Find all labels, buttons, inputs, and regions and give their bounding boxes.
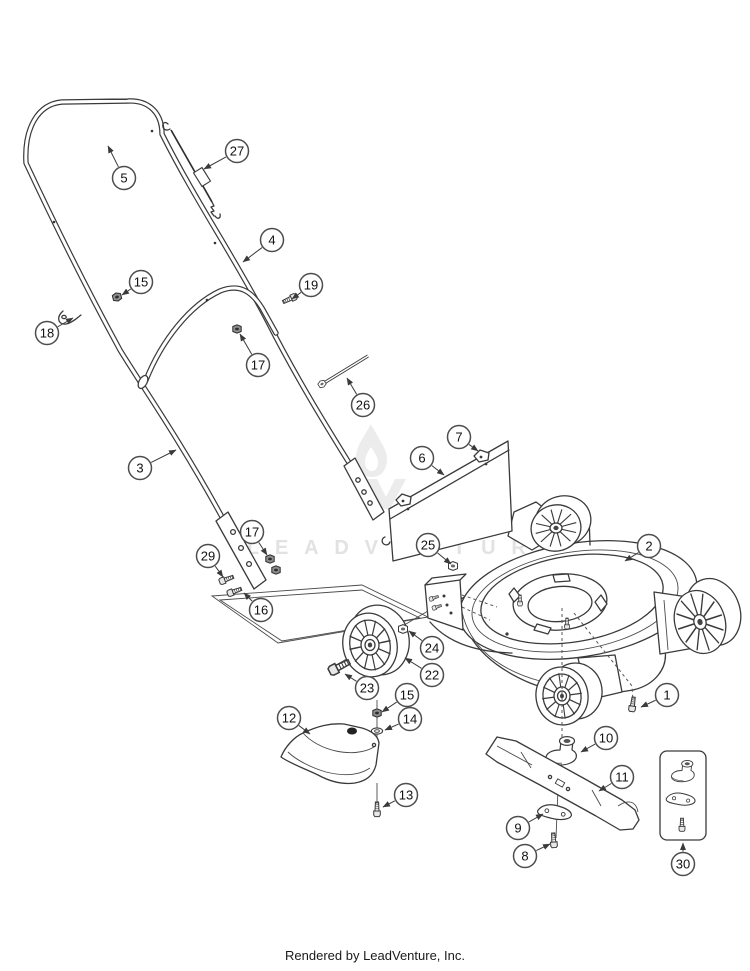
callout-8[interactable]: 8: [512, 843, 551, 869]
svg-text:29: 29: [201, 549, 215, 564]
part-nut-17-lower: [265, 554, 275, 564]
part-rod-26: [316, 354, 369, 390]
part-bolt-29: [217, 573, 235, 586]
callout-23[interactable]: 23: [344, 673, 380, 701]
callout-13[interactable]: 13: [382, 782, 419, 808]
svg-text:17: 17: [251, 358, 265, 373]
svg-text:7: 7: [455, 430, 462, 445]
callout-15-2[interactable]: 15: [381, 682, 420, 713]
svg-text:12: 12: [282, 711, 296, 726]
svg-text:17: 17: [245, 525, 259, 540]
callout-10[interactable]: 10: [580, 725, 619, 753]
part-rear-guard-6: [381, 440, 513, 562]
svg-text:30: 30: [676, 857, 690, 872]
svg-text:4: 4: [268, 233, 275, 248]
svg-text:2: 2: [645, 539, 652, 554]
guard-hinge: [473, 449, 490, 466]
svg-text:25: 25: [421, 538, 435, 553]
svg-text:11: 11: [615, 770, 629, 785]
svg-text:14: 14: [403, 712, 417, 727]
part-axle-bolt-23: [326, 656, 353, 677]
svg-text:15: 15: [400, 688, 414, 703]
callout-18[interactable]: 18: [34, 317, 74, 346]
part-blade-plate-9: [536, 802, 573, 823]
callout-26[interactable]: 26: [346, 377, 376, 418]
svg-text:16: 16: [254, 603, 268, 618]
callout-9[interactable]: 9: [505, 813, 544, 841]
callout-16[interactable]: 16: [243, 592, 274, 623]
part-chute-12: [280, 700, 380, 803]
part-nut-24: [398, 624, 408, 634]
callout-4[interactable]: 4: [242, 227, 285, 263]
callout-29[interactable]: 29: [195, 543, 224, 578]
svg-text:19: 19: [304, 278, 318, 293]
callout-17-2[interactable]: 17: [239, 519, 268, 556]
part-cable-clip-18: [58, 310, 82, 325]
part-bolt-19: [281, 292, 299, 306]
svg-text:6: 6: [418, 451, 425, 466]
upper-and-lower-handle: [23, 98, 385, 590]
part-wheel-assembly-22: [332, 604, 429, 678]
part-cable-27: [162, 121, 221, 219]
svg-text:27: 27: [230, 144, 244, 159]
part-deck-bracket: [424, 573, 467, 631]
callout-24[interactable]: 24: [408, 630, 445, 661]
callout-2[interactable]: 2: [624, 533, 662, 562]
flame-logo-icon: [356, 424, 406, 509]
callout-7[interactable]: 7: [446, 424, 479, 452]
callout-1[interactable]: 1: [640, 682, 680, 708]
callout-14[interactable]: 14: [384, 706, 423, 732]
part-blade-11: [485, 736, 640, 831]
callout-19[interactable]: 19: [291, 272, 324, 300]
part-washer-14: [370, 727, 384, 735]
handle-bracket-right: [343, 457, 385, 521]
svg-text:5: 5: [120, 171, 127, 186]
part-nut-15-upper: [111, 291, 123, 303]
callout-27[interactable]: 27: [203, 138, 250, 170]
part-hardware-kit-30: [659, 750, 707, 841]
callout-25[interactable]: 25: [415, 532, 452, 565]
svg-text:1: 1: [663, 688, 670, 703]
callout-30[interactable]: 30: [670, 842, 696, 877]
part-nut-17-lower: [271, 565, 281, 575]
svg-text:8: 8: [521, 849, 528, 864]
callout-11[interactable]: 11: [598, 764, 635, 792]
svg-text:22: 22: [425, 668, 439, 683]
svg-text:18: 18: [40, 326, 54, 341]
svg-text:9: 9: [514, 821, 521, 836]
svg-text:15: 15: [134, 275, 148, 290]
handle-joint: [137, 374, 149, 390]
svg-text:23: 23: [360, 681, 374, 696]
blade-group: [485, 735, 640, 849]
svg-text:10: 10: [599, 731, 613, 746]
svg-text:26: 26: [356, 398, 370, 413]
reference-lines: [461, 594, 634, 742]
footer-credit: Rendered by LeadVenture, Inc.: [285, 948, 465, 963]
callout-6[interactable]: 6: [409, 445, 445, 476]
part-bolt-1: [627, 696, 638, 713]
wheel-front-left: [530, 495, 592, 553]
callout-12[interactable]: 12: [276, 705, 311, 735]
wheel-right: [668, 577, 742, 659]
svg-text:24: 24: [425, 641, 439, 656]
part-nut-15-chute: [372, 708, 382, 718]
svg-text:3: 3: [136, 461, 143, 476]
part-bolt-16: [225, 585, 243, 598]
callout-3[interactable]: 3: [127, 449, 177, 481]
callout-17[interactable]: 17: [239, 333, 271, 378]
guard-hinge: [395, 493, 412, 511]
callout-22[interactable]: 22: [404, 657, 445, 688]
callout-5[interactable]: 5: [107, 145, 137, 191]
part-nut-17-upper: [232, 324, 242, 334]
part-bolt-13: [373, 801, 381, 818]
callout-15[interactable]: 15: [121, 269, 154, 296]
wheel-bottom: [535, 662, 603, 726]
svg-text:13: 13: [399, 788, 413, 803]
